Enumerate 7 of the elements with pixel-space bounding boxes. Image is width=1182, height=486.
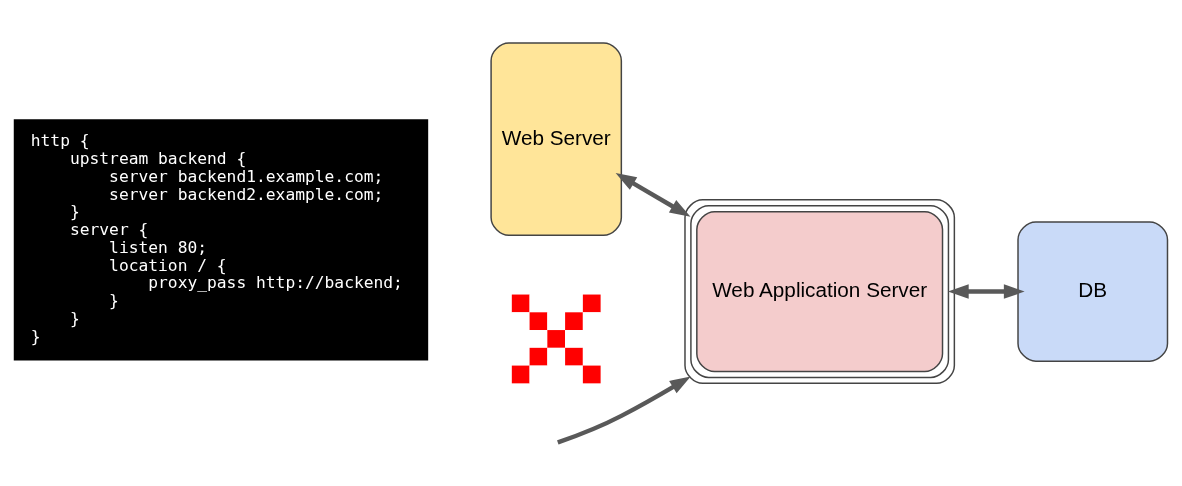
node-box: Web Application Server [684, 199, 956, 385]
node-box: Web Server [490, 42, 623, 237]
node-box: http { upstream backend { server backend1.example.com; server backend2.example.com; } server { listen 80; location / { proxy_pass http://backend; } } } [13, 119, 429, 361]
arrow [557, 376, 691, 445]
node-box: DB [1017, 221, 1169, 362]
arrow [947, 284, 1025, 299]
arrow [615, 173, 691, 217]
